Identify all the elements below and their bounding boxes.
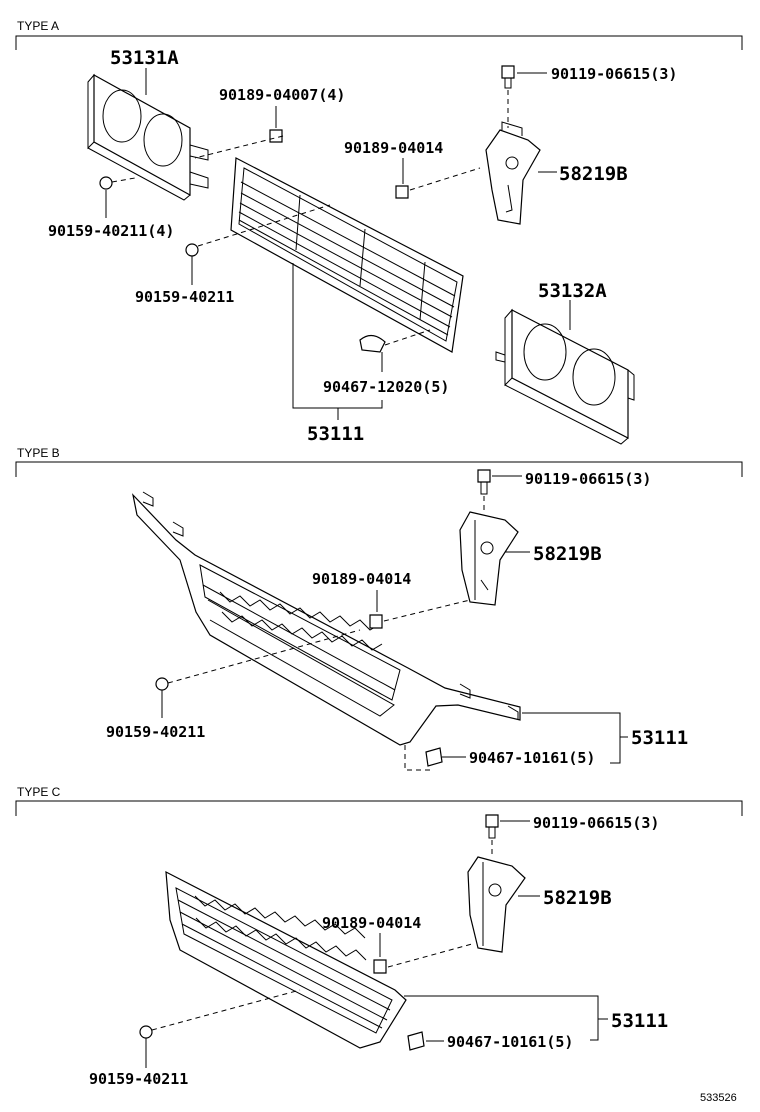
screw-b-icon [155,677,169,691]
leaders-b [161,475,628,771]
clip-nut-b-icon [369,614,383,629]
label-a-53111: 53111 [307,423,364,445]
label-b-58219b: 58219B [533,543,602,565]
label-a-90159-40211-4: 90159-40211(4) [48,222,174,240]
screw-a-icon [99,176,113,190]
label-a-58219b: 58219B [559,163,628,185]
fasteners-c [139,814,499,1051]
label-b-90467-10161: 90467-10161(5) [469,749,595,767]
grille-a-drawing [230,157,464,353]
label-c-90189-04014: 90189-04014 [322,914,421,932]
label-b-90159-40211: 90159-40211 [106,723,205,741]
bracket-a-drawing [485,121,541,225]
clip-nut-a2-icon [395,185,409,199]
label-c-90159-40211: 90159-40211 [89,1070,188,1088]
label-a-90189-04007: 90189-04007(4) [219,86,345,104]
label-c-53111: 53111 [611,1010,668,1032]
section-type-b: TYPE B [15,446,743,771]
type-a-bracket [15,35,743,50]
label-c-90467-10161: 90467-10161(5) [447,1033,573,1051]
bolt-c-top-icon [485,814,499,828]
label-c-58219b: 58219B [543,887,612,909]
clip-a-icon [359,334,386,353]
leaders-a [105,68,571,420]
label-b-53111: 53111 [631,727,688,749]
leaders-c [145,820,608,1068]
label-a-90467-12020: 90467-12020(5) [323,378,449,396]
section-type-a: TYPE A [15,19,743,445]
bracket-c-drawing [467,856,526,953]
label-b-90189-04014: 90189-04014 [312,570,411,588]
bolt-a-top-icon [501,65,515,79]
type-c-label: TYPE C [17,785,61,799]
clip-nut-a-icon [269,129,283,143]
label-a-90119-06615: 90119-06615(3) [551,65,677,83]
fasteners-a [99,65,515,353]
grille-c-drawing [165,870,407,1049]
section-type-c: TYPE C [15,785,743,1088]
headlamp-bezel-right-drawing [495,308,635,445]
type-a-label: TYPE A [17,19,59,33]
screw-c2-icon [407,1031,425,1051]
label-a-53132a: 53132A [538,280,607,302]
screw-a2-icon [185,243,199,257]
label-c-90119-06615: 90119-06615(3) [533,814,659,832]
bolt-b-top-icon [477,469,491,483]
headlamp-bezel-left-drawing [87,73,209,201]
clip-nut-c-icon [373,959,387,974]
fasteners-b [155,469,491,767]
screw-c-icon [139,1025,153,1039]
label-a-90159-40211: 90159-40211 [135,288,234,306]
type-b-bracket [15,461,743,477]
screw-b2-icon [425,747,443,767]
label-b-90119-06615: 90119-06615(3) [525,470,651,488]
type-c-bracket [15,800,743,816]
label-a-53131a: 53131A [110,47,179,69]
bracket-b-drawing [459,511,519,606]
diagram-ref-number: 533526 [700,1092,737,1104]
type-b-label: TYPE B [17,446,60,460]
grille-b-drawing [132,491,521,746]
label-a-90189-04014: 90189-04014 [344,139,443,157]
